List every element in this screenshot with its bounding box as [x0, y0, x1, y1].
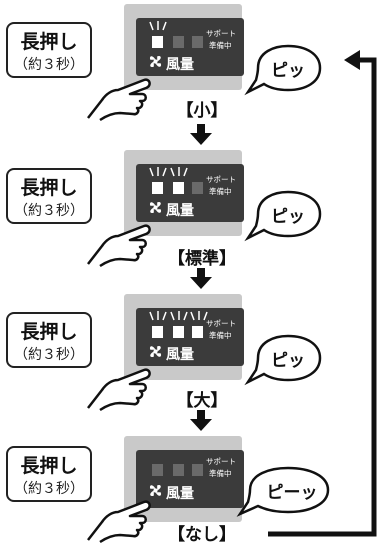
press-title: 長押し — [20, 455, 78, 477]
standby-label: 準備中 — [209, 331, 232, 340]
panel-display: サポート 準備中 風量 — [136, 308, 244, 366]
press-title: 長押し — [20, 321, 78, 343]
sound-text: ピーッ — [266, 483, 318, 503]
led-3 — [192, 464, 203, 476]
sound-text: ピッ — [271, 351, 305, 371]
long-press-box: 長押し （約３秒） — [6, 22, 92, 78]
fan-icon — [149, 345, 162, 358]
panel-display: サポート 準備中 風量 — [136, 450, 244, 508]
fan-label: 風量 — [166, 486, 194, 502]
hand-pointer-icon — [87, 500, 151, 544]
press-duration: （約３秒） — [14, 481, 84, 497]
press-duration: （約３秒） — [14, 203, 84, 219]
led-2 — [173, 182, 184, 194]
fan-icon — [149, 484, 162, 497]
press-duration: （約３秒） — [14, 57, 84, 73]
control-panel: サポート 準備中 風量 — [124, 294, 244, 380]
fan-icon — [149, 55, 162, 68]
press-duration: （約３秒） — [14, 347, 84, 363]
led-2 — [173, 464, 184, 476]
sound-bubble — [244, 334, 322, 386]
control-panel: サポート 準備中 風量 — [124, 150, 244, 236]
step-standard: 長押し （約３秒） サポート 準備中 風量 ピッ 【標準】 — [0, 146, 387, 269]
down-arrow-icon — [190, 410, 212, 431]
down-arrow-icon — [190, 124, 212, 145]
fan-label: 風量 — [166, 57, 194, 73]
support-label: サポート — [206, 319, 236, 328]
led-glow-icon — [149, 21, 167, 31]
standby-label: 準備中 — [209, 469, 232, 478]
long-press-box: 長押し （約３秒） — [6, 446, 92, 502]
sound-bubble — [236, 466, 330, 517]
down-arrow-icon — [190, 268, 212, 289]
led-3 — [192, 36, 203, 48]
step-none: 長押し （約３秒） サポート 準備中 風量 ピーッ 【なし】 — [0, 432, 387, 545]
led-2 — [173, 326, 184, 338]
fan-icon — [149, 201, 162, 214]
support-label: サポート — [206, 175, 236, 184]
support-label: サポート — [206, 29, 236, 38]
led-1 — [152, 464, 163, 476]
hand-pointer-icon — [87, 368, 151, 412]
sound-bubble — [244, 44, 322, 96]
sound-bubble — [244, 190, 322, 242]
led-3 — [192, 182, 203, 194]
fan-label: 風量 — [166, 347, 194, 363]
led-1 — [152, 326, 163, 338]
panel-display: サポート 準備中 風量 — [136, 18, 244, 76]
step-large: 長押し （約３秒） サポート 準備中 風量 ピッ 【大】 — [0, 290, 387, 412]
press-title: 長押し — [20, 31, 78, 53]
standby-label: 準備中 — [209, 41, 232, 50]
long-press-box: 長押し （約３秒） — [6, 168, 92, 224]
hand-pointer-icon — [87, 224, 151, 268]
mode-label: 【標準】 — [168, 249, 236, 269]
step-small: 長押し （約３秒） サポート 準備中 風量 ピッ 【小】 — [0, 0, 387, 122]
press-title: 長押し — [20, 177, 78, 199]
sound-text: ピッ — [271, 61, 305, 81]
long-press-box: 長押し （約３秒） — [6, 312, 92, 368]
panel-display: サポート 準備中 風量 — [136, 164, 244, 222]
mode-label: 【小】 — [176, 101, 228, 121]
mode-label: 【大】 — [176, 391, 228, 411]
led-2 — [173, 36, 184, 48]
hand-pointer-icon — [87, 78, 151, 122]
led-1 — [152, 36, 163, 48]
mode-label: 【なし】 — [168, 525, 236, 545]
led-1 — [152, 182, 163, 194]
support-label: サポート — [206, 457, 236, 466]
sound-text: ピッ — [271, 207, 305, 227]
led-glow-icon — [149, 311, 208, 321]
standby-label: 準備中 — [209, 187, 232, 196]
led-glow-icon — [149, 167, 188, 177]
fan-label: 風量 — [166, 203, 194, 219]
led-3 — [192, 326, 203, 338]
control-panel: サポート 準備中 風量 — [124, 4, 244, 90]
